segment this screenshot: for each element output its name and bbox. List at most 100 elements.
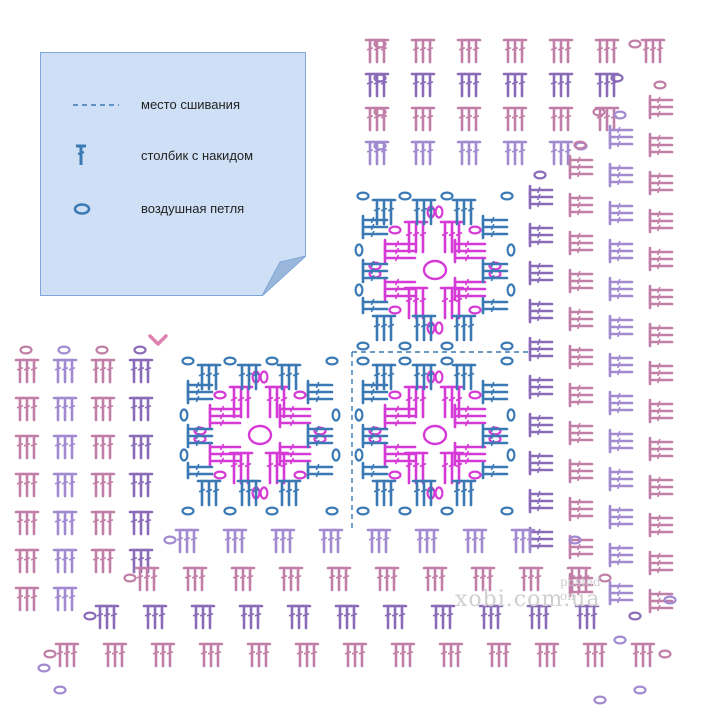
double-crochet-stitch: [356, 642, 368, 668]
chain-stitch: [179, 448, 189, 462]
double-crochet-stitch: [608, 169, 634, 181]
double-crochet-stitch: [378, 38, 390, 64]
double-crochet-stitch: [14, 434, 26, 460]
double-crochet-stitch: [306, 393, 334, 405]
chain-stitch: [628, 39, 642, 49]
double-crochet-stitch: [528, 540, 554, 552]
double-crochet-stitch: [648, 215, 674, 227]
double-crochet-stitch: [28, 510, 40, 536]
double-crochet-stitch: [451, 363, 463, 391]
legend-row-double-crochet: столбик с накидом: [71, 143, 253, 167]
double-crochet-stitch: [608, 238, 634, 250]
double-crochet-stitch: [568, 472, 594, 484]
double-crochet-stitch: [52, 434, 64, 460]
double-crochet-stitch: [28, 358, 40, 384]
double-crochet-stitch: [242, 385, 254, 419]
double-crochet-stitch: [389, 604, 401, 630]
double-crochet-stitch: [189, 566, 201, 592]
double-crochet-stitch: [568, 230, 594, 242]
double-crochet-stitch: [417, 106, 429, 132]
double-crochet-stitch: [410, 220, 422, 254]
chain-stitch: [354, 243, 364, 257]
double-crochet-stitch: [648, 146, 674, 158]
chain-stitch: [83, 611, 97, 621]
double-crochet-stitch: [608, 397, 634, 409]
double-crochet-stitch: [212, 642, 224, 668]
double-crochet-stitch: [568, 496, 594, 508]
double-crochet-stitch: [562, 106, 574, 132]
double-crochet-stitch: [385, 314, 397, 342]
double-crochet-stitch: [608, 466, 634, 478]
double-crochet-stitch: [648, 94, 674, 106]
double-crochet-stitch: [568, 510, 594, 522]
double-crochet-stitch: [52, 472, 64, 498]
double-crochet-stitch: [648, 374, 674, 386]
legend-row-seam: место сшивания: [71, 97, 240, 112]
double-crochet-stitch: [608, 245, 634, 257]
double-crochet-stitch: [128, 358, 140, 384]
chain-stitch: [356, 191, 370, 201]
double-crochet-stitch: [528, 450, 554, 462]
double-crochet-stitch: [182, 566, 194, 592]
double-crochet-stitch: [528, 374, 554, 386]
double-crochet-stitch: [528, 229, 554, 241]
double-crochet-stitch: [481, 272, 509, 284]
chain-stitch: [440, 341, 454, 351]
double-crochet-stitch: [510, 528, 522, 554]
double-crochet-stitch: [197, 604, 209, 630]
double-crochet-stitch: [568, 358, 594, 370]
double-crochet-stitch: [568, 275, 594, 287]
chain-stitch: [468, 470, 482, 480]
double-crochet-stitch: [648, 246, 674, 258]
double-crochet-stitch: [469, 528, 481, 554]
chain-stitch: [568, 535, 582, 545]
double-crochet-stitch: [562, 38, 574, 64]
double-crochet-stitch: [104, 434, 116, 460]
chain-stitch: [193, 426, 207, 436]
chain-stitch: [488, 261, 502, 271]
double-crochet-stitch: [463, 140, 475, 166]
double-crochet-stitch: [414, 528, 426, 554]
chain-stitch: [356, 356, 370, 366]
double-crochet-stitch: [236, 363, 248, 391]
double-crochet-stitch: [348, 604, 360, 630]
chain-stitch-icon: [73, 202, 91, 215]
double-crochet-stitch: [425, 363, 437, 391]
double-crochet-stitch: [260, 642, 272, 668]
double-crochet-stitch: [528, 457, 554, 469]
double-crochet-stitch: [458, 198, 470, 226]
double-crochet-stitch: [104, 358, 116, 384]
double-crochet-stitch: [21, 434, 33, 460]
double-crochet-stitch: [306, 379, 334, 391]
chain-stitch: [506, 448, 516, 462]
double-crochet-stitch: [601, 38, 613, 64]
double-crochet-stitch: [186, 423, 214, 435]
double-crochet-stitch: [476, 528, 488, 554]
double-crochet-stitch: [366, 528, 378, 554]
double-crochet-stitch: [481, 430, 509, 442]
double-crochet-stitch: [425, 479, 437, 507]
double-crochet-stitch: [422, 566, 434, 592]
double-crochet-stitch: [445, 642, 457, 668]
double-crochet-stitch: [361, 296, 389, 308]
chain-stitch: [259, 486, 269, 500]
double-crochet-stitch: [208, 410, 242, 422]
double-crochet-stitch: [264, 451, 276, 485]
double-crochet-stitch: [528, 184, 554, 196]
double-crochet-stitch: [548, 140, 560, 166]
double-crochet-stitch: [648, 322, 674, 334]
double-crochet-stitch: [439, 220, 451, 254]
double-crochet-stitch: [516, 140, 528, 166]
double-crochet-stitch: [294, 642, 306, 668]
double-crochet-stitch: [417, 220, 429, 254]
double-crochet-stitch: [528, 412, 554, 424]
double-crochet-stitch: [90, 434, 102, 460]
double-crochet-stitch: [540, 604, 552, 630]
double-crochet-stitch: [481, 221, 509, 233]
chain-stitch: [293, 470, 307, 480]
double-crochet-stitch: [14, 472, 26, 498]
double-crochet-stitch: [235, 451, 247, 485]
double-crochet-stitch: [462, 528, 474, 554]
double-crochet-stitch: [308, 642, 320, 668]
double-crochet-stitch: [630, 642, 642, 668]
